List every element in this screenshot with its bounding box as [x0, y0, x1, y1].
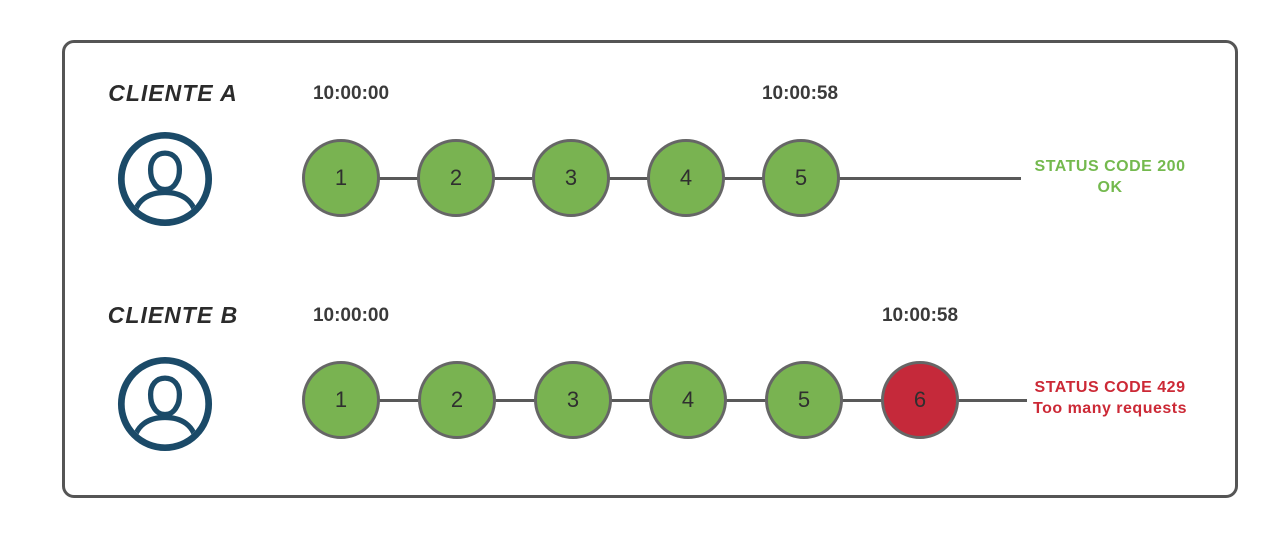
request-circle-1: 1: [302, 139, 380, 217]
client-b-start-time: 10:00:00: [312, 305, 390, 326]
status-code-line: STATUS CODE 429: [1034, 379, 1186, 396]
request-circle-4: 4: [649, 361, 727, 439]
diagram-frame: [62, 40, 1238, 498]
request-circle-5: 5: [762, 139, 840, 217]
user-icon: [117, 356, 213, 452]
request-circle-3: 3: [532, 139, 610, 217]
status-code-line: STATUS CODE 200: [1034, 158, 1186, 175]
request-circle-1: 1: [302, 361, 380, 439]
client-b-avatar: [117, 356, 213, 452]
client-a-label: CLIENTE A: [108, 80, 238, 106]
client-a-start-time: 10:00:00: [312, 83, 390, 104]
request-circle-2: 2: [418, 361, 496, 439]
status-message-line: Too many requests: [1032, 400, 1187, 417]
client-b-label: CLIENTE B: [107, 302, 239, 328]
client-a-end-time: 10:00:58: [761, 83, 839, 104]
client-a-avatar: [117, 131, 213, 227]
client-b-end-time: 10:00:58: [881, 305, 959, 326]
request-circle-5: 5: [765, 361, 843, 439]
request-circle-4: 4: [647, 139, 725, 217]
user-icon: [117, 131, 213, 227]
client-a-status: STATUS CODE 200 OK: [1022, 156, 1198, 198]
request-circle-2: 2: [417, 139, 495, 217]
request-circle-6: 6: [881, 361, 959, 439]
status-message-line: OK: [1097, 179, 1123, 196]
client-b-status: STATUS CODE 429 Too many requests: [1022, 377, 1198, 419]
request-circle-3: 3: [534, 361, 612, 439]
